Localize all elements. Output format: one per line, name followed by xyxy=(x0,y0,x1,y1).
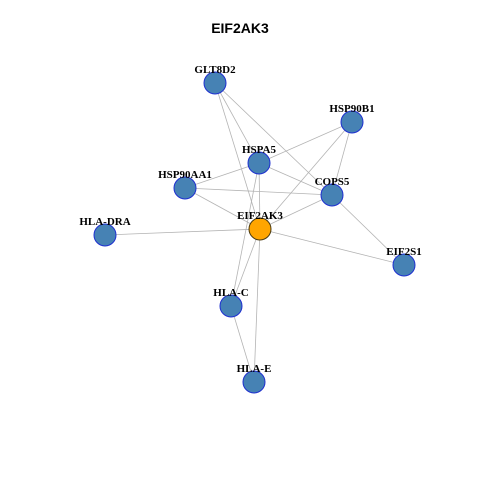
edge-hspa5-cops5 xyxy=(258,162,333,196)
node-label-hspa5: HSPA5 xyxy=(242,144,277,156)
node-glt8d2 xyxy=(203,71,227,95)
node-hla-dra xyxy=(93,223,117,247)
edge-eif2ak3-hla-e xyxy=(253,228,261,383)
node-labels: GLT8D2HSP90B1HSPA5HSP90AA1COPS5EIF2AK3HL… xyxy=(79,64,421,375)
edge-glt8d2-cops5 xyxy=(214,82,333,196)
edge-hsp90b1-hspa5 xyxy=(258,121,353,164)
edge-hsp90aa1-eif2ak3 xyxy=(184,187,261,230)
node-label-eif2ak3: EIF2AK3 xyxy=(237,210,283,222)
edge-cops5-eif2s1 xyxy=(331,194,405,266)
edge-hspa5-hsp90aa1 xyxy=(184,162,260,189)
node-eif2s1 xyxy=(392,253,416,277)
edge-hsp90b1-eif2ak3 xyxy=(259,121,353,230)
node-label-eif2s1: EIF2S1 xyxy=(386,246,421,258)
node-cops5 xyxy=(320,183,344,207)
chart-title: EIF2AK3 xyxy=(211,20,269,36)
edge-eif2ak3-hla-dra xyxy=(104,228,261,236)
nodes xyxy=(93,71,416,394)
edge-hsp90aa1-cops5 xyxy=(184,187,333,196)
node-hla-c xyxy=(219,294,243,318)
node-label-hla-c: HLA-C xyxy=(213,287,249,299)
node-hsp90aa1 xyxy=(173,176,197,200)
node-hsp90b1 xyxy=(340,110,364,134)
node-label-cops5: COPS5 xyxy=(315,176,350,188)
edge-eif2ak3-eif2s1 xyxy=(259,228,405,266)
edge-cops5-eif2ak3 xyxy=(259,194,333,230)
node-eif2ak3 xyxy=(248,217,272,241)
node-label-hla-dra: HLA-DRA xyxy=(79,216,130,228)
edge-hsp90b1-cops5 xyxy=(331,121,353,196)
edge-glt8d2-hspa5 xyxy=(214,82,260,164)
edges xyxy=(104,82,405,383)
node-label-hla-e: HLA-E xyxy=(237,363,272,375)
node-label-hsp90b1: HSP90B1 xyxy=(329,103,374,115)
node-hspa5 xyxy=(247,151,271,175)
node-label-hsp90aa1: HSP90AA1 xyxy=(158,169,212,181)
edge-hla-c-hla-e xyxy=(230,305,255,383)
edge-hspa5-hla-c xyxy=(230,162,260,307)
node-label-glt8d2: GLT8D2 xyxy=(194,64,236,76)
node-hla-e xyxy=(242,370,266,394)
edge-eif2ak3-hla-c xyxy=(230,228,261,307)
edge-glt8d2-eif2ak3 xyxy=(214,82,261,230)
